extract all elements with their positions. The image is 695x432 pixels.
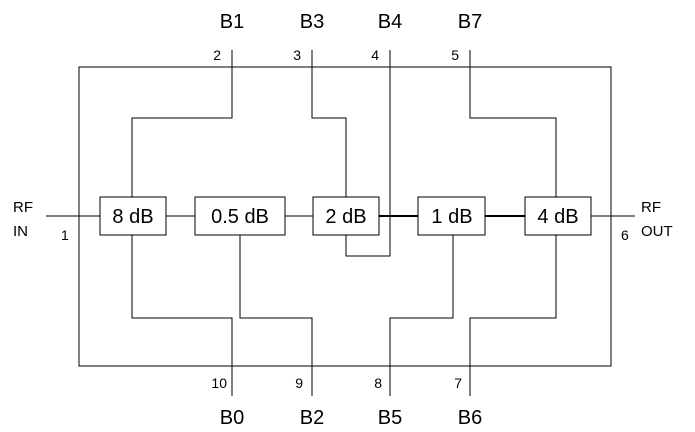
wire-b5 (389, 235, 454, 396)
attenuator-05db-box (194, 196, 286, 236)
rf-out-label-line2: OUT (641, 223, 673, 240)
attenuator-8db-label: 8 dB (112, 206, 153, 228)
pin-9: 9 (295, 375, 303, 391)
wire-b7 (469, 50, 557, 197)
rf-out-label-line1: RF (641, 199, 661, 216)
attenuator-1db-label: 1 dB (431, 206, 472, 228)
label-b1: B1 (220, 11, 244, 33)
pin-3: 3 (293, 47, 301, 63)
pin-2: 2 (213, 47, 221, 63)
wire-b0 (131, 235, 233, 396)
attenuator-2db-label: 2 dB (325, 206, 366, 228)
label-b0: B0 (220, 407, 244, 429)
pin-1: 1 (61, 227, 69, 243)
label-b3: B3 (300, 11, 324, 33)
attenuator-8db-box (99, 196, 167, 236)
wire-b4 (345, 50, 391, 257)
pin-5: 5 (451, 47, 459, 63)
label-b6: B6 (458, 407, 482, 429)
rf-in-label-line1: RF (13, 199, 33, 216)
attenuator-2db-box (312, 196, 380, 236)
pin-6: 6 (621, 227, 629, 243)
attenuator-1db-box (417, 196, 486, 236)
label-b5: B5 (378, 407, 402, 429)
wire-b6 (469, 235, 557, 396)
wire-b2 (239, 235, 313, 396)
pin-7: 7 (454, 375, 462, 391)
label-b2: B2 (300, 407, 324, 429)
pin-4: 4 (371, 47, 379, 63)
pin-10: 10 (211, 375, 227, 391)
rf-in-label-line2: IN (13, 223, 28, 240)
attenuator-4db-box (524, 196, 592, 236)
attenuator-05db-label: 0.5 dB (211, 206, 269, 228)
label-b4: B4 (378, 11, 402, 33)
attenuator-4db-label: 4 dB (537, 206, 578, 228)
pin-8: 8 (374, 375, 382, 391)
wire-b1 (131, 50, 233, 197)
wire-b3 (311, 50, 347, 197)
label-b7: B7 (458, 11, 482, 33)
